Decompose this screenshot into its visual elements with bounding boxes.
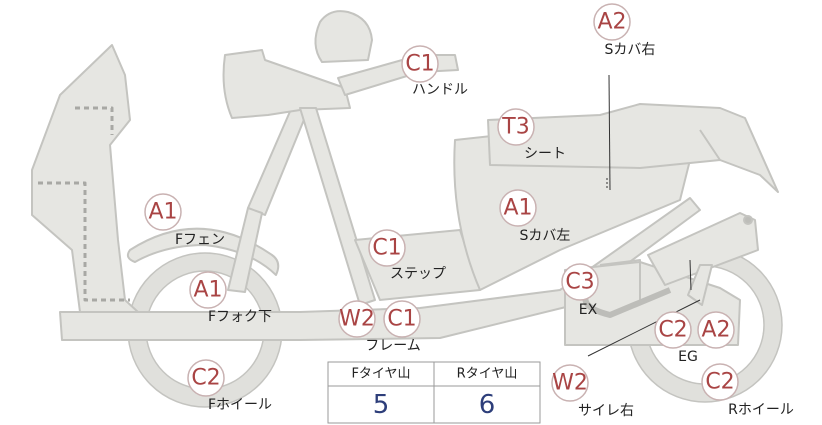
badge-seat xyxy=(497,108,535,146)
code-frame: C1 xyxy=(387,307,416,332)
badge-handle xyxy=(401,45,439,83)
marker-muffler-right[interactable]: W2 サイレ右 xyxy=(551,364,634,419)
label-engine: EG xyxy=(678,349,698,365)
leader-lines xyxy=(587,74,701,357)
badge-cover-left xyxy=(499,189,537,227)
badge-front-wheel xyxy=(187,359,225,397)
code-handle: C1 xyxy=(405,52,434,77)
badge-engine-a xyxy=(697,311,735,349)
label-handle: ハンドル xyxy=(412,82,468,98)
muffler-shape xyxy=(647,212,759,286)
seat-shape xyxy=(487,103,779,193)
marker-cover-left[interactable]: A1 Sカバ左 xyxy=(499,189,571,244)
code-front-fork: A1 xyxy=(193,278,222,303)
code-engine-a: A2 xyxy=(701,318,730,343)
marker-rear-wheel[interactable]: C2 Rホイール xyxy=(701,363,794,418)
frame-tube-shape xyxy=(299,107,376,306)
badge-frame xyxy=(383,300,421,338)
label-seat: シート xyxy=(524,146,566,162)
marker-step[interactable]: C1 ステップ xyxy=(368,229,446,282)
badge-engine xyxy=(654,311,692,349)
badge-rear-wheel xyxy=(701,363,739,401)
front-fork-shape xyxy=(247,99,311,216)
marker-front-fork[interactable]: A1 Fフォク下 xyxy=(189,271,272,325)
code-frame-w: W2 xyxy=(339,307,375,332)
label-cover-left: Sカバ左 xyxy=(520,228,571,244)
tread-table: Fタイヤ山 Rタイヤ山 5 6 xyxy=(327,361,541,424)
label-front-fender: Fフェン xyxy=(175,232,225,248)
label-exhaust: EX xyxy=(579,302,598,318)
label-front-fork: Fフォク下 xyxy=(208,309,272,325)
damage-markers: C1 ハンドル A2 Sカバ右 T3 シート A1 Sカバ左 A1 Fフェン xyxy=(144,3,794,419)
marker-engine-a[interactable]: A2 xyxy=(697,311,735,349)
marker-front-wheel[interactable]: C2 Fホイール xyxy=(187,359,272,413)
rear-tread-header: Rタイヤ山 xyxy=(457,367,518,382)
code-front-wheel: C2 xyxy=(191,366,220,391)
label-cover-right: Sカバ右 xyxy=(605,42,656,58)
marker-cover-right[interactable]: A2 Sカバ右 xyxy=(593,3,656,58)
label-frame: フレーム xyxy=(365,338,421,354)
code-step: C1 xyxy=(372,236,401,261)
marker-frame[interactable]: C1 フレーム xyxy=(365,300,421,354)
code-rear-wheel: C2 xyxy=(705,370,734,395)
marker-seat[interactable]: T3 シート xyxy=(497,108,566,162)
front-tread-header: Fタイヤ山 xyxy=(351,367,410,382)
marker-handle[interactable]: C1 ハンドル xyxy=(401,45,468,98)
marker-front-fender[interactable]: A1 Fフェン xyxy=(144,193,225,248)
badge-cover-right xyxy=(593,3,631,41)
badge-front-fender xyxy=(144,193,182,231)
code-front-fender: A1 xyxy=(148,200,177,225)
code-seat: T3 xyxy=(501,115,529,140)
label-front-wheel: Fホイール xyxy=(208,397,272,413)
front-tread-value: 5 xyxy=(373,390,390,420)
code-exhaust: C3 xyxy=(565,270,594,295)
marker-exhaust[interactable]: C3 EX xyxy=(561,263,599,318)
badge-muffler-right xyxy=(551,364,589,402)
badge-step xyxy=(368,229,406,267)
label-muffler-right: サイレ右 xyxy=(578,403,634,419)
label-rear-wheel: Rホイール xyxy=(728,402,794,418)
code-engine: C2 xyxy=(658,318,687,343)
marker-frame-w[interactable]: W2 xyxy=(338,300,376,338)
marker-engine[interactable]: C2 EG xyxy=(654,311,698,365)
label-step: ステップ xyxy=(390,266,446,282)
badge-front-fork xyxy=(189,271,227,309)
code-cover-right: A2 xyxy=(597,10,626,35)
code-cover-left: A1 xyxy=(503,196,532,221)
badge-frame-w xyxy=(338,300,376,338)
rear-tread-value: 6 xyxy=(479,390,496,420)
badge-exhaust xyxy=(561,263,599,301)
code-muffler-right: W2 xyxy=(552,371,588,396)
